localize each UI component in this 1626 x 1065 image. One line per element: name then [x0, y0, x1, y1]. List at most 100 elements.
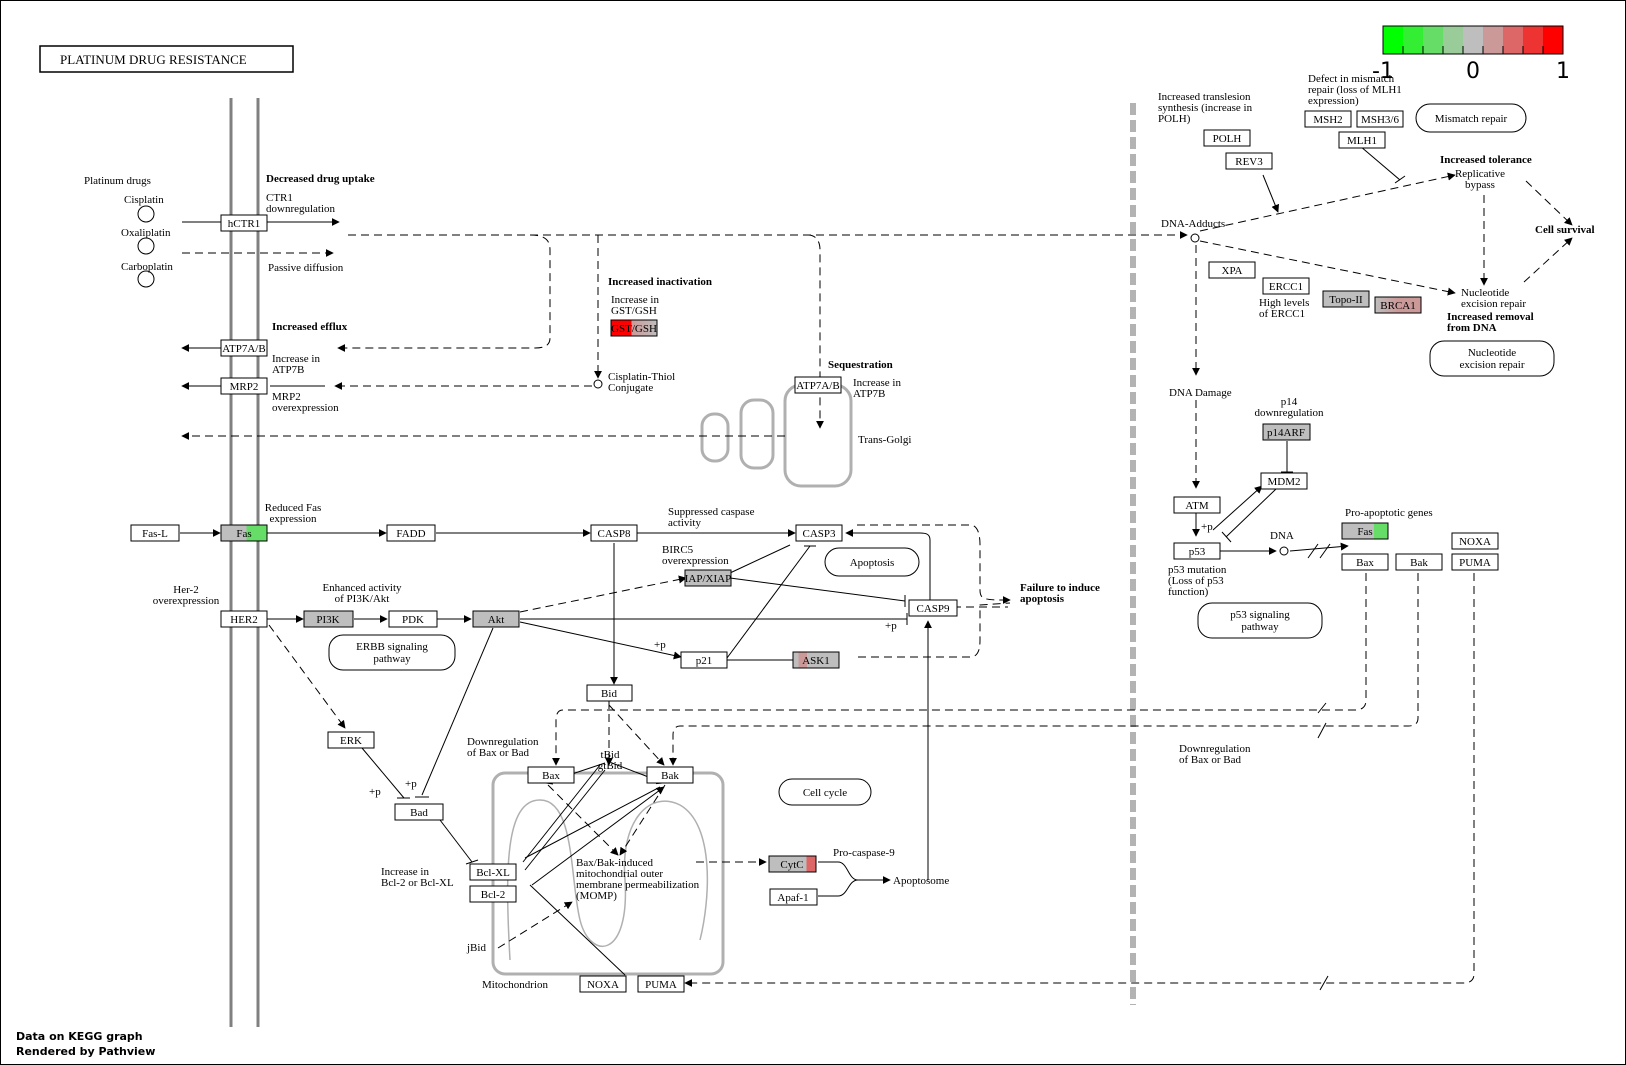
svg-text:PI3K: PI3K: [316, 614, 339, 626]
gene-Apaf-1[interactable]: Apaf-1: [769, 888, 818, 906]
svg-text:ATP7A/B: ATP7A/B: [222, 343, 265, 355]
gene-Bcl-2[interactable]: Bcl-2: [469, 885, 517, 903]
label-dna-adducts: DNA-Adducts: [1161, 218, 1225, 230]
gene-Topo-II[interactable]: Topo-II: [1322, 290, 1370, 308]
label-dna-damage: DNA Damage: [1169, 387, 1232, 399]
label-increased-tolerance: Increased tolerance: [1440, 154, 1532, 166]
gene-Bad[interactable]: Bad: [394, 803, 444, 821]
gene-ATP7AB-efflux[interactable]: ATP7A/B: [220, 339, 268, 357]
label-plus-p-atm: +p: [1201, 521, 1213, 533]
gene-Fas-L[interactable]: Fas-L: [130, 524, 180, 542]
gene-GST-GSH[interactable]: GST/GSH: [610, 319, 658, 337]
svg-text:Mismatch repair: Mismatch repair: [1435, 113, 1508, 125]
svg-text:NOXA: NOXA: [587, 979, 619, 991]
gene-Bak-mito[interactable]: Bak: [646, 766, 694, 784]
svg-text:MLH1: MLH1: [1347, 135, 1377, 147]
gene-Bax-nucleus[interactable]: Bax: [1341, 553, 1389, 571]
gene-Bcl-XL[interactable]: Bcl-XL: [469, 863, 517, 881]
svg-text:excision repair: excision repair: [1459, 359, 1524, 371]
gene-Bax-mito[interactable]: Bax: [527, 766, 575, 784]
gene-NOXA-mito[interactable]: NOXA: [579, 975, 627, 993]
gene-MRP2[interactable]: MRP2: [220, 377, 268, 395]
labels: Platinum drugs Cisplatin Oxaliplatin Car…: [84, 73, 1595, 991]
gene-MLH1[interactable]: MLH1: [1338, 131, 1386, 149]
svg-text:pathway: pathway: [1241, 621, 1279, 633]
svg-text:Fas: Fas: [236, 528, 251, 540]
gene-Fas-membrane[interactable]: Fas: [220, 524, 268, 542]
edges: [180, 145, 1573, 991]
gene-PI3K[interactable]: PI3K: [303, 610, 354, 628]
gene-MDM2[interactable]: MDM2: [1260, 472, 1308, 490]
gene-CASP8[interactable]: CASP8: [590, 524, 638, 542]
svg-text:CASP3: CASP3: [802, 528, 836, 540]
svg-text:MSH2: MSH2: [1313, 114, 1342, 126]
gene-hCTR1[interactable]: hCTR1: [220, 214, 268, 232]
gene-FADD[interactable]: FADD: [386, 524, 436, 542]
gene-ATP7AB-sequestration[interactable]: ATP7A/B: [794, 376, 842, 394]
gene-Fas-nucleus[interactable]: Fas: [1341, 522, 1389, 540]
map-mismatch-repair[interactable]: Mismatch repair: [1415, 103, 1527, 133]
gene-MSH3-6[interactable]: MSH3/6: [1356, 110, 1404, 128]
legend-frame: [1382, 25, 1564, 55]
gene-REV3[interactable]: REV3: [1225, 152, 1273, 170]
gene-CytC[interactable]: CytC: [768, 855, 817, 873]
label-pro-caspase9: Pro-caspase-9: [833, 847, 895, 859]
gene-NOXA-nucleus[interactable]: NOXA: [1451, 532, 1499, 550]
label-increased-efflux: Increased efflux: [272, 321, 348, 333]
label-pro-apoptotic: Pro-apoptotic genes: [1345, 507, 1433, 519]
svg-text:PUMA: PUMA: [645, 979, 677, 991]
svg-text:Topo-II: Topo-II: [1329, 294, 1363, 306]
label-increased-inactivation: Increased inactivation: [608, 276, 712, 288]
map-apoptosis[interactable]: Apoptosis: [824, 547, 920, 577]
svg-text:REV3: REV3: [1235, 156, 1263, 168]
svg-text:FADD: FADD: [396, 528, 425, 540]
gene-ERK[interactable]: ERK: [327, 731, 375, 749]
gene-XPA[interactable]: XPA: [1208, 261, 1256, 279]
gene-MSH2[interactable]: MSH2: [1304, 110, 1352, 128]
legend-tick-label: 0: [1466, 59, 1480, 84]
svg-text:CytC: CytC: [780, 859, 803, 871]
gene-IAP-XIAP[interactable]: IAP/XIAP: [684, 569, 732, 587]
gene-p21[interactable]: p21: [680, 651, 728, 669]
gene-Akt[interactable]: Akt: [472, 610, 520, 628]
gene-PUMA-mito[interactable]: PUMA: [637, 975, 685, 993]
svg-text:HER2: HER2: [230, 614, 258, 626]
gene-HER2[interactable]: HER2: [220, 610, 268, 628]
gene-p53[interactable]: p53: [1173, 542, 1221, 560]
svg-text:Cell cycle: Cell cycle: [803, 787, 847, 799]
gene-PUMA-nucleus[interactable]: PUMA: [1451, 553, 1499, 571]
label-plus-p-akt: +p: [405, 778, 417, 790]
gene-ASK1[interactable]: ASK1: [792, 651, 840, 669]
svg-text:Apaf-1: Apaf-1: [777, 892, 808, 904]
gene-Bak-nucleus[interactable]: Bak: [1395, 553, 1443, 571]
gene-ERCC1[interactable]: ERCC1: [1262, 277, 1310, 295]
gene-PDK[interactable]: PDK: [388, 610, 438, 628]
gene-BRCA1[interactable]: BRCA1: [1374, 296, 1422, 314]
gene-ATM[interactable]: ATM: [1173, 496, 1221, 514]
svg-text:BRCA1: BRCA1: [1380, 300, 1415, 312]
gene-POLH[interactable]: POLH: [1203, 129, 1251, 147]
gene-CASP3[interactable]: CASP3: [795, 524, 843, 542]
gene-CASP9[interactable]: CASP9: [908, 599, 958, 617]
gene-p14ARF[interactable]: p14ARF: [1262, 423, 1311, 441]
gene-Bid[interactable]: Bid: [586, 684, 633, 702]
svg-text:p21: p21: [696, 655, 713, 667]
svg-text:POLH: POLH: [1213, 133, 1242, 145]
footer-data-on-kegg: Data on KEGG graph: [16, 1030, 143, 1043]
cell-membrane: [229, 98, 260, 1027]
label-jbid: jBid: [466, 942, 486, 954]
map-cell-cycle[interactable]: Cell cycle: [778, 778, 872, 806]
svg-text:PLATINUM DRUG RESISTANCE: PLATINUM DRUG RESISTANCE: [60, 52, 247, 67]
